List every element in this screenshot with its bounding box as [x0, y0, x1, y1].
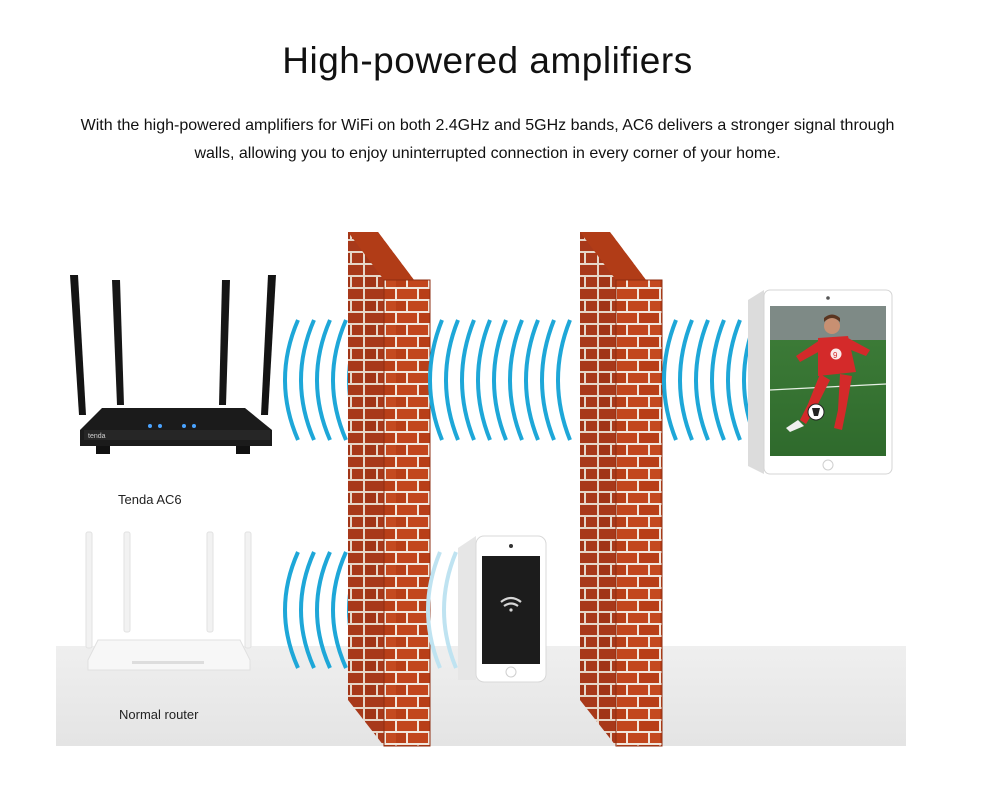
normal-router-label: Normal router: [119, 707, 199, 722]
wave-group-upper-2: [428, 319, 572, 441]
tenda-ac6-label: Tenda AC6: [118, 492, 182, 507]
jersey-number: 9: [833, 351, 838, 360]
wave-group-lower-2: [426, 551, 458, 669]
page-title: High-powered amplifiers: [282, 40, 693, 81]
page-description: With the high-powered amplifiers for WiF…: [80, 117, 895, 162]
tablet-icon: 9: [748, 289, 893, 475]
wave-group-upper-3: [662, 319, 758, 441]
tenda-brand-mark: tenda: [88, 433, 106, 440]
normal-router-icon: [85, 531, 252, 671]
brick-wall-left: [348, 232, 431, 747]
tenda-router-icon: tenda: [70, 275, 276, 454]
brick-wall-right: [580, 232, 663, 747]
smartphone-icon: [458, 535, 547, 683]
wifi-icon: [500, 596, 522, 612]
soccer-photo: 9: [769, 306, 887, 456]
